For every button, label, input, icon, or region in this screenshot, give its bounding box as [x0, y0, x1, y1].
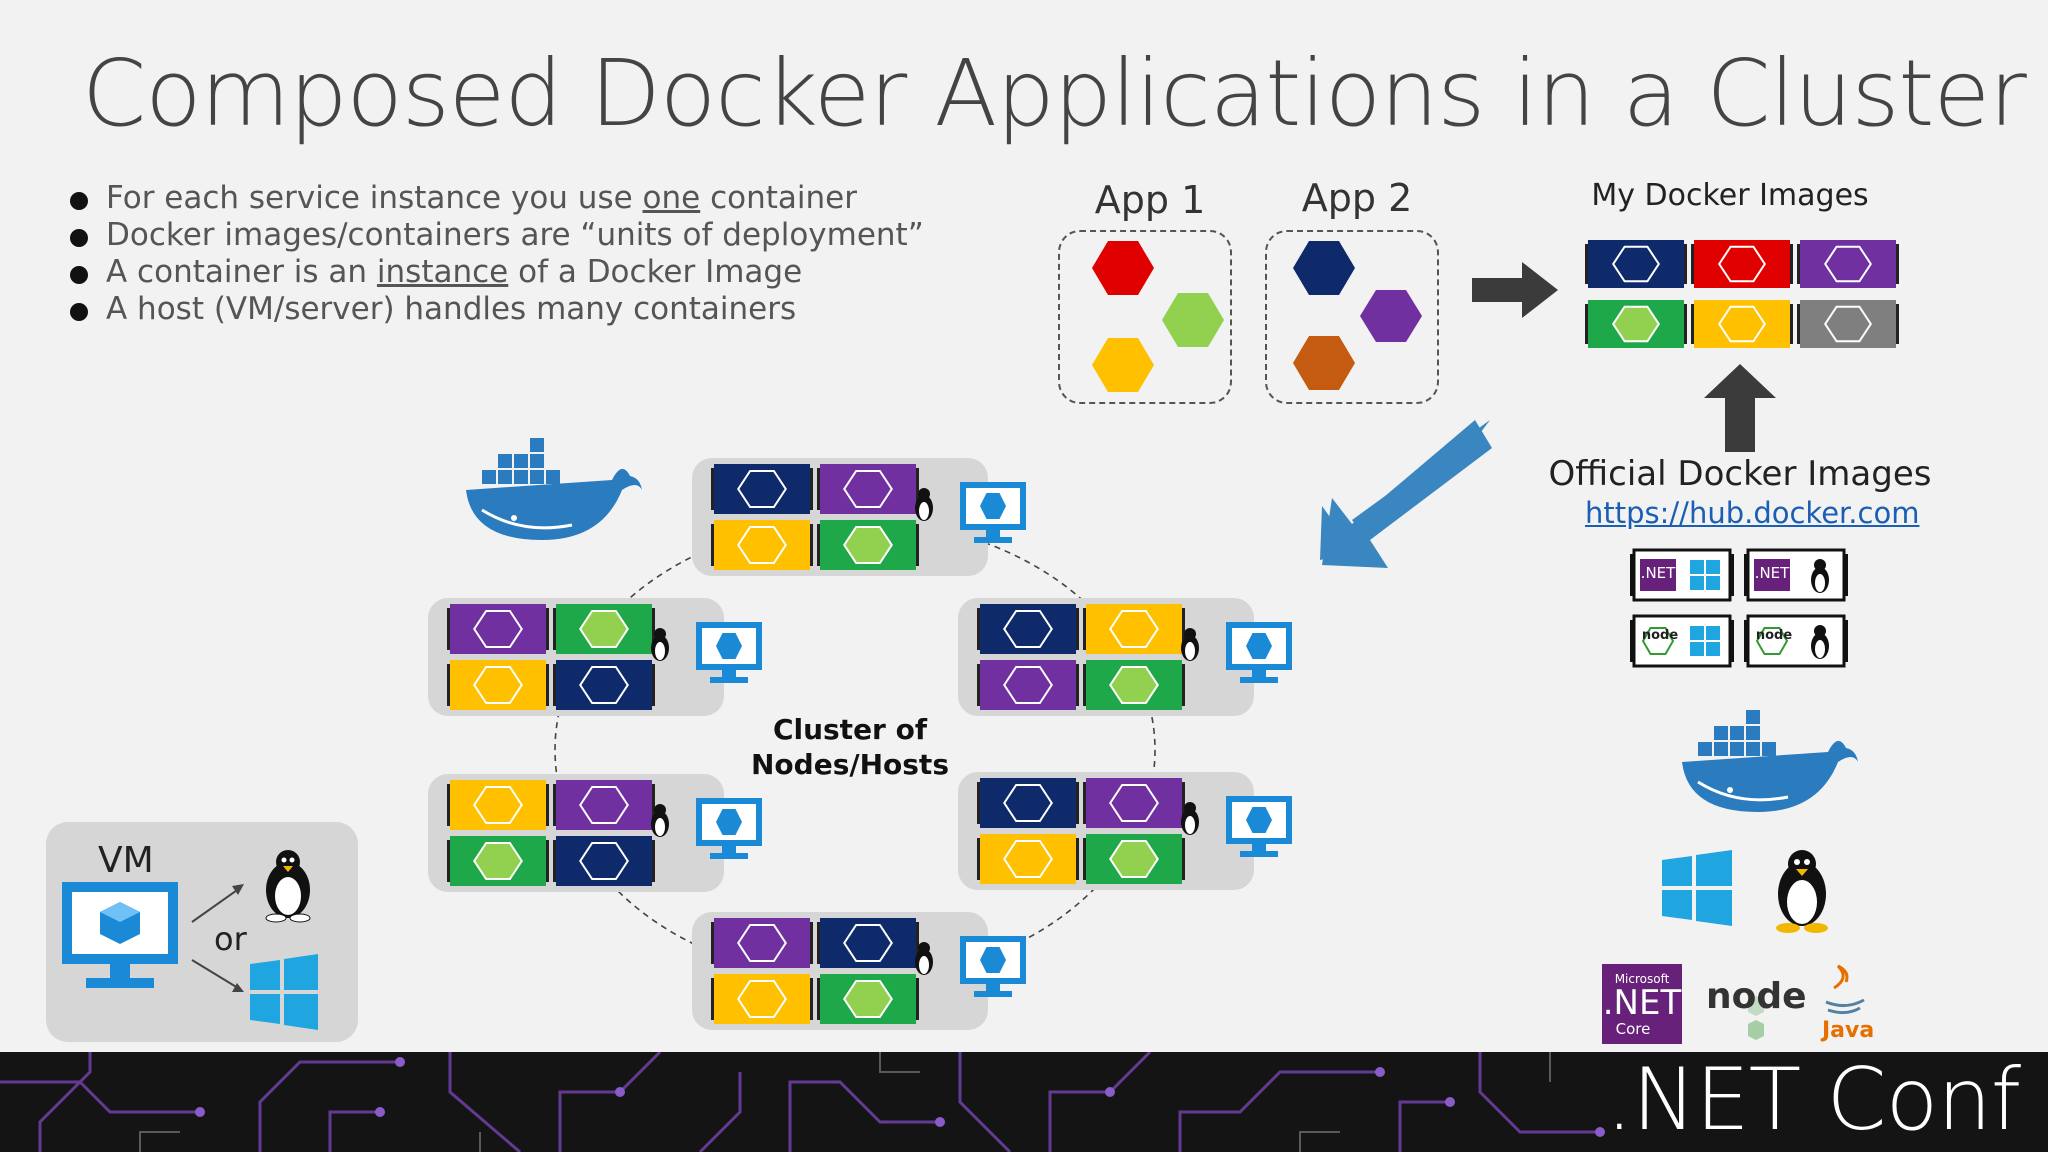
bullet-item: Docker images/containers are “units of d…	[70, 217, 924, 254]
app2-brown-hexagon-icon	[1293, 336, 1355, 390]
java-logo-text: Java	[1822, 1018, 1875, 1043]
container-block	[1083, 778, 1185, 828]
docker-hub-link[interactable]: https://hub.docker.com	[1585, 496, 1920, 530]
container-block	[1585, 300, 1687, 348]
cluster-label: Cluster of Nodes/Hosts	[751, 713, 949, 781]
vm-monitor-icon	[1226, 796, 1292, 857]
arrow-to-linux-icon	[191, 884, 244, 923]
container-block	[1083, 660, 1185, 710]
nodejs-logo-icon	[1748, 996, 1764, 1040]
container-block	[711, 464, 813, 514]
dotnet-badge-text: .NET	[1640, 564, 1676, 582]
vm-monitor-icon	[960, 936, 1026, 997]
bullet-item: A container is an instance of a Docker I…	[70, 254, 924, 291]
container-block	[553, 660, 655, 710]
cluster-ring	[554, 519, 1156, 981]
container-block	[1691, 300, 1793, 348]
app2-navy-hexagon-icon	[1293, 241, 1355, 295]
dotnet-core-logo-line3: Core	[1615, 1020, 1651, 1038]
container-block	[1691, 240, 1793, 288]
app2-purple-hexagon-icon	[1360, 290, 1422, 342]
dotnet-core-logo-icon	[1602, 964, 1682, 1044]
app1-yellow-hexagon-icon	[1092, 338, 1154, 392]
container-block	[711, 974, 813, 1024]
container-block	[1083, 834, 1185, 884]
my-docker-images-label: My Docker Images	[1591, 178, 1869, 213]
app2-label: App 2	[1301, 176, 1413, 220]
or-label: or	[214, 920, 247, 958]
dotnet-badge-text: .NET	[1754, 564, 1790, 582]
container-block	[553, 604, 655, 654]
cluster-nodes	[428, 458, 1292, 1030]
windows-logo-icon	[250, 954, 318, 1030]
arrow-right-icon	[1472, 262, 1558, 318]
container-block	[1585, 240, 1687, 288]
linux-penguin-icon	[1776, 850, 1828, 933]
vm-monitor-icon	[960, 482, 1026, 543]
app1-label: App 1	[1094, 178, 1206, 222]
vm-monitor-icon	[62, 882, 178, 988]
official-image-tile	[1744, 548, 1848, 602]
bullet-item: For each service instance you use one co…	[70, 180, 924, 217]
container-block	[447, 780, 549, 830]
container-block	[1797, 240, 1899, 288]
slide-title: Composed Docker Applications in a Cluste…	[82, 40, 2027, 147]
container-block	[977, 660, 1079, 710]
linux-penguin-icon	[265, 850, 311, 923]
vm-monitor-icon	[1226, 622, 1292, 683]
official-image-tile	[1744, 614, 1848, 668]
cluster-node	[958, 772, 1292, 890]
container-block	[711, 520, 813, 570]
vm-label: VM	[98, 840, 154, 881]
official-image-tile	[1630, 614, 1734, 668]
cluster-node	[692, 458, 1026, 576]
cluster-node	[692, 912, 1026, 1030]
container-block	[553, 836, 655, 886]
container-block	[1797, 300, 1899, 348]
vm-monitor-icon	[696, 622, 762, 683]
nodejs-logo-text: node	[1706, 976, 1807, 1017]
official-docker-images-label: Official Docker Images	[1548, 454, 1932, 494]
container-block	[977, 604, 1079, 654]
footer-banner	[0, 1052, 2048, 1152]
bullet-list: For each service instance you use one co…	[70, 180, 924, 328]
container-block	[447, 836, 549, 886]
docker-whale-icon	[1682, 710, 1858, 812]
windows-logo-icon	[1662, 850, 1732, 926]
java-logo-icon	[1825, 964, 1865, 1015]
app2-box	[1265, 230, 1439, 404]
container-block	[447, 660, 549, 710]
app1-red-hexagon-icon	[1092, 241, 1154, 295]
arrow-to-windows-icon	[191, 959, 244, 992]
vm-monitor-icon	[696, 798, 762, 859]
dotnet-core-logo-line1: Microsoft	[1614, 972, 1670, 986]
cluster-node	[428, 774, 762, 892]
official-image-tile	[1630, 548, 1734, 602]
app1-box	[1058, 230, 1232, 404]
net-conf-brand: .NET Conf	[1605, 1050, 2021, 1150]
my-docker-images-grid	[1585, 240, 1899, 348]
container-block	[817, 974, 919, 1024]
container-block	[817, 464, 919, 514]
container-block	[977, 834, 1079, 884]
cluster-node	[958, 598, 1292, 716]
bullet-item: A host (VM/server) handles many containe…	[70, 291, 924, 328]
docker-whale-icon	[466, 438, 642, 540]
dotnet-core-logo-line2: .NET	[1602, 983, 1682, 1023]
app1-green-hexagon-icon	[1162, 293, 1224, 347]
nodejs-badge-text: node	[1641, 628, 1679, 643]
container-block	[553, 780, 655, 830]
container-block	[977, 778, 1079, 828]
container-block	[711, 918, 813, 968]
official-images-tiles	[1630, 548, 1848, 668]
cluster-node	[428, 598, 762, 716]
container-block	[817, 918, 919, 968]
container-block	[447, 604, 549, 654]
arrow-up-icon	[1704, 364, 1776, 452]
container-block	[817, 520, 919, 570]
container-block	[1083, 604, 1185, 654]
nodejs-badge-text: node	[1755, 628, 1793, 643]
